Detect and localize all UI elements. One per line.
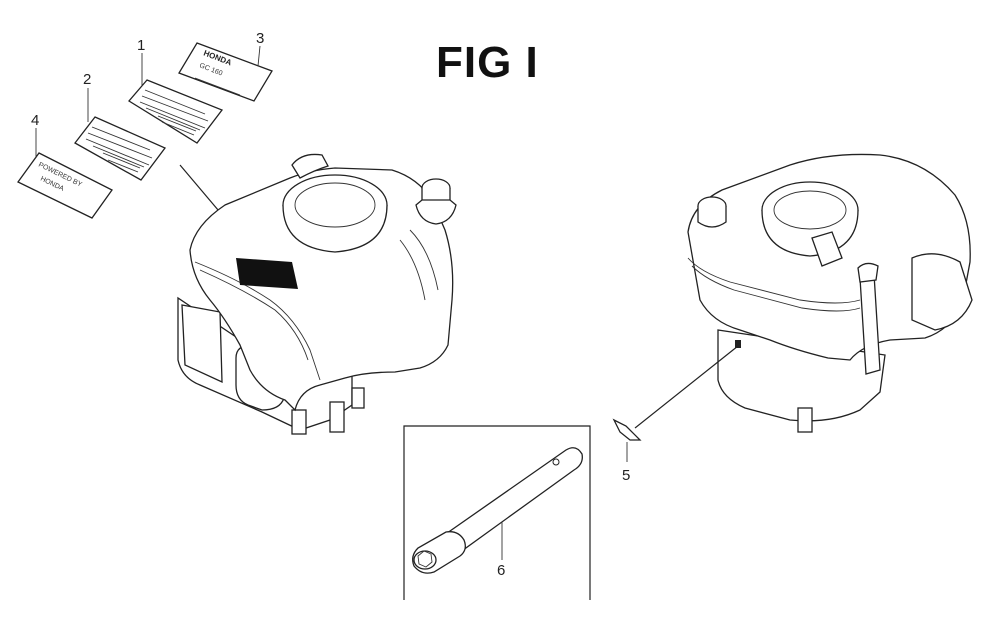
callout-2: 2: [83, 71, 91, 88]
callout-4: 4: [31, 112, 39, 129]
figure-title: FIG I: [436, 38, 539, 87]
part-5-tag: [612, 418, 642, 441]
decal-warning-2: [74, 116, 167, 181]
engine-rear-view: [687, 153, 973, 433]
tool-box: [403, 425, 591, 600]
callout-1: 1: [137, 37, 145, 54]
decal-warning-1: [128, 79, 224, 144]
engine-front-view: [177, 153, 457, 435]
callout-5: 5: [622, 467, 630, 484]
decal-honda: HONDA GC 160: [178, 42, 273, 102]
decal-powered-by-honda: POWERED BY HONDA: [17, 152, 113, 219]
callout-6: 6: [497, 562, 505, 579]
callout-3: 3: [256, 30, 264, 47]
spark-plug-wrench: [412, 447, 583, 574]
